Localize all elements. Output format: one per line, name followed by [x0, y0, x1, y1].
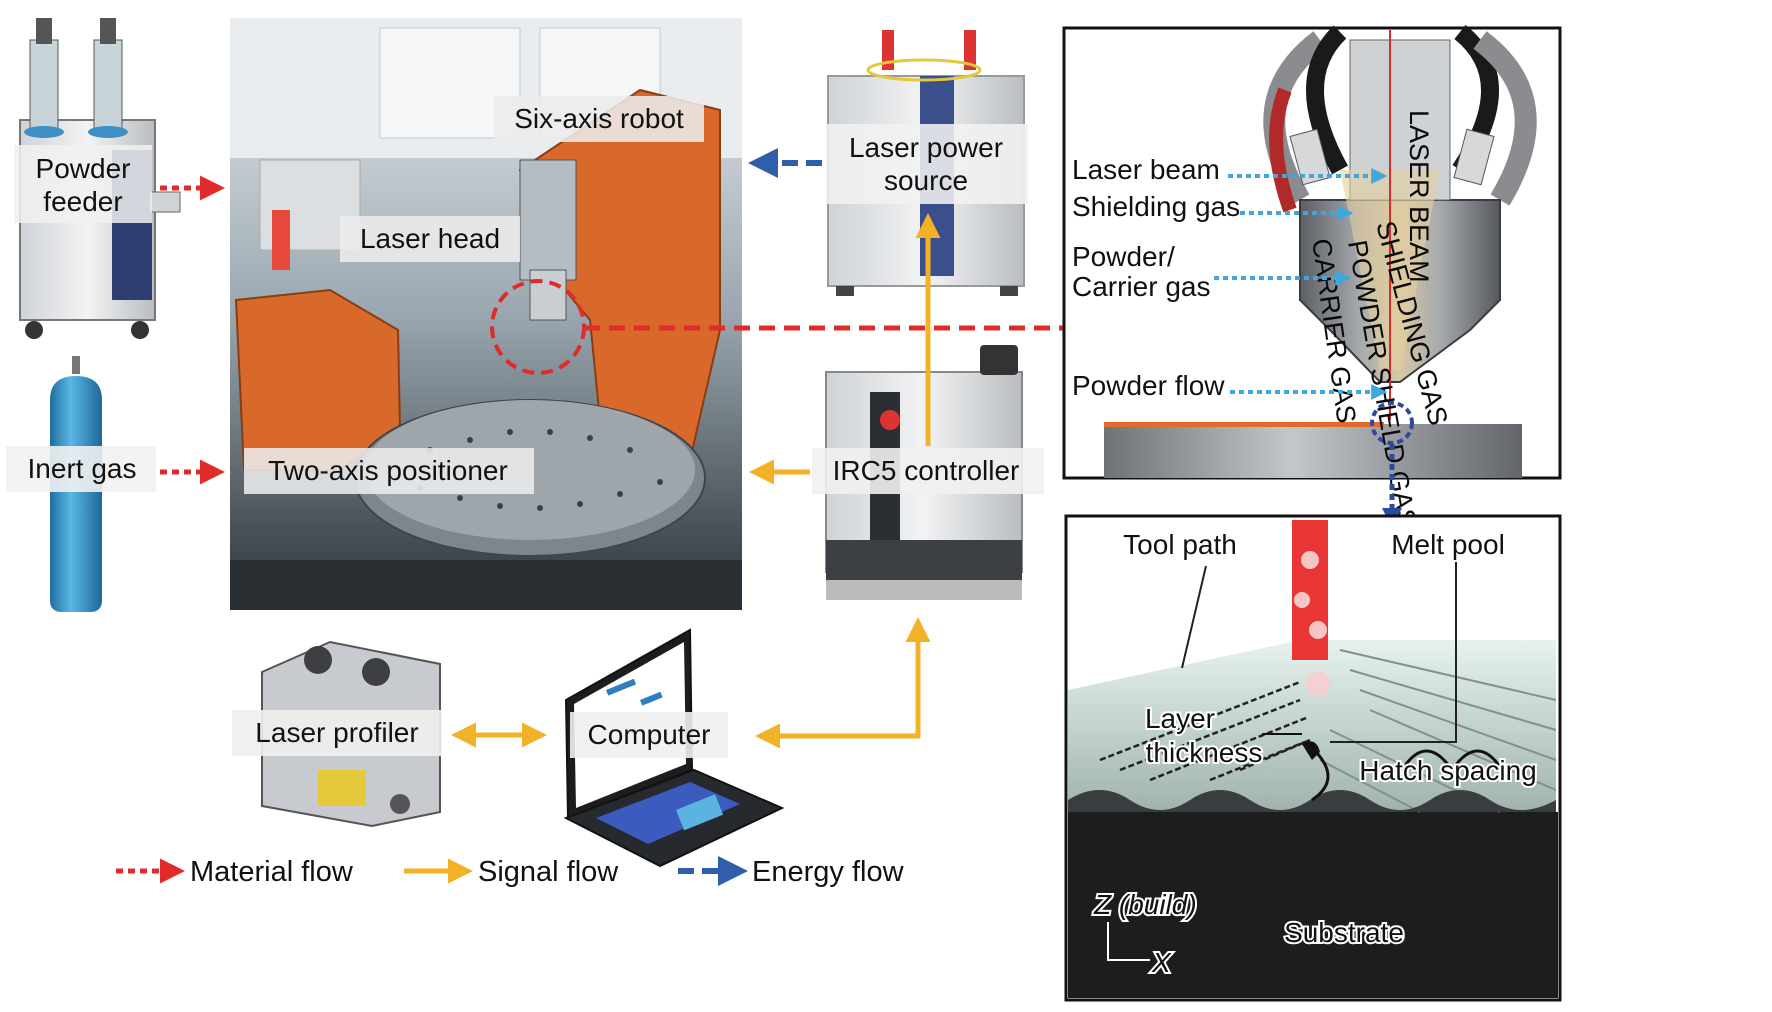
- legend-signal-flow-label: Signal flow: [478, 856, 619, 888]
- melt-pool-label: Melt pool: [1391, 529, 1505, 560]
- laser-beam-label: Laser beam: [1072, 154, 1220, 185]
- six-axis-robot-label: Six-axis robot: [514, 103, 684, 134]
- shielding-gas-label: Shielding gas: [1072, 191, 1240, 222]
- powder-flow-label: Powder flow: [1072, 370, 1225, 401]
- laser-profiler-label: Laser profiler: [255, 717, 418, 748]
- legend-material-flow-label: Material flow: [190, 856, 354, 888]
- laser-head-label: Laser head: [360, 223, 500, 254]
- inert-gas-label: Inert gas: [28, 453, 137, 484]
- computer-label-bg: [570, 712, 728, 758]
- computer-label: Computer: [588, 719, 711, 750]
- substrate-label: Substrate: [1284, 917, 1404, 948]
- x-axis-label: X: [1151, 947, 1172, 978]
- gas-cylinder-illustration: [50, 356, 102, 612]
- powder-carrier-gas-label-line1: Powder/: [1072, 241, 1175, 272]
- laser-power-source-label-bg: [826, 124, 1028, 204]
- powder-feeder-label-bg: [14, 145, 152, 223]
- laser-power-source-label: Laser power: [849, 132, 1003, 163]
- arrow-computer-to-controller: [755, 617, 931, 749]
- two-axis-positioner-label-bg: [244, 448, 534, 494]
- laser-profiler-label-bg: [232, 710, 442, 756]
- tool-path-label: Tool path: [1123, 529, 1237, 560]
- layer-thickness-label-line2: thickness: [1146, 737, 1263, 768]
- nozzle-side-text-laser-beam: LASER BEAM: [1404, 110, 1434, 283]
- legend: Material flow Signal flow Energy flow: [116, 856, 905, 888]
- nozzle-panel: [1062, 24, 1562, 480]
- irc5-controller-label-bg: [812, 448, 1044, 494]
- irc5-controller-label: IRC5 controller: [833, 455, 1020, 486]
- legend-energy-flow-label: Energy flow: [752, 856, 905, 888]
- hatch-spacing-label: Hatch spacing: [1359, 755, 1536, 786]
- inert-gas-label-bg: [6, 446, 156, 492]
- z-axis-label: Z (build): [1093, 889, 1197, 920]
- layer-thickness-label-line1: Layer: [1145, 703, 1215, 734]
- deposition-panel: [1064, 514, 1562, 1002]
- laser-power-source-label-line2: source: [884, 165, 968, 196]
- powder-carrier-gas-label-line2: Carrier gas: [1072, 271, 1210, 302]
- two-axis-positioner-label: Two-axis positioner: [268, 455, 508, 486]
- laser-head-label-bg: [340, 216, 520, 262]
- six-axis-robot-label-bg: [494, 96, 704, 142]
